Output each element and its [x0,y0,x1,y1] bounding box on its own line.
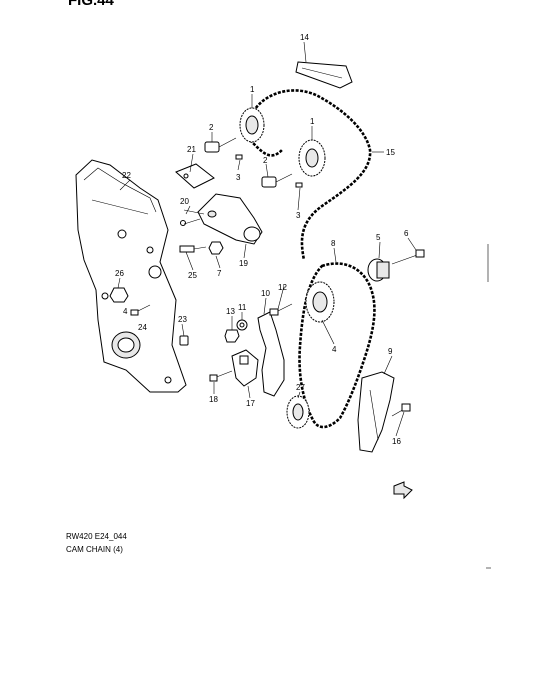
idler-bolt-6 [391,249,425,265]
sprocket-bolt-lower [261,173,293,188]
tensioner-bolt [180,218,201,226]
leader-lines [117,41,417,437]
chain-guide-lower [257,311,285,397]
stud-bolt-25 [179,245,207,253]
tensioner-gasket [175,163,215,189]
callout-2-lower: 2 [263,156,268,165]
guide-bolt-12 [269,303,293,316]
callout-8: 8 [331,239,336,248]
callout-2-upper: 2 [209,123,214,132]
callout-3-upper: 3 [236,173,241,182]
bolt-24 [130,304,151,316]
callout-20: 20 [180,197,189,206]
idler-bolt-26 [109,287,129,303]
callout-9: 9 [388,347,393,356]
callout-7: 7 [217,269,222,278]
washer-11 [236,319,248,331]
reference-code: RW420 E24_044 [66,532,127,541]
callout-14: 14 [300,33,309,42]
diagram-title: CAM CHAIN (4) [66,545,123,554]
cover-bolt-hole [117,229,127,239]
chain-tensioner [183,193,263,245]
callout-4-right: 4 [332,345,337,354]
crankshaft-sprocket [305,281,335,323]
callout-22: 22 [122,171,131,180]
upper-timing-chain [248,89,372,261]
callout-19: 19 [239,259,248,268]
callout-4-left: 4 [123,307,128,316]
right-chain-guide [357,371,395,453]
chain-adjuster-17 [231,349,259,387]
callout-10: 10 [261,289,270,298]
callout-6: 6 [404,229,409,238]
callout-5: 5 [376,233,381,242]
callout-1-exhaust: 1 [310,117,315,126]
callout-17: 17 [246,399,255,408]
callout-26: 26 [115,269,124,278]
callout-11: 11 [238,303,247,312]
adjuster-bolt-18 [209,370,233,382]
pin-lower [295,182,303,188]
guide-bolt-16 [391,403,411,417]
nut-13 [224,329,240,343]
forward-arrow-icon [393,481,413,500]
callout-3-lower: 3 [296,211,301,220]
callout-12: 12 [278,283,287,292]
camshaft-sprocket-exhaust [298,139,326,177]
bushing-23 [179,335,189,346]
callout-13: 13 [226,307,235,316]
callout-23: 23 [178,315,187,324]
upper-chain-guide [295,61,353,89]
callout-18: 18 [209,395,218,404]
callout-27: 27 [296,383,305,392]
figure-label: FIG.44 [68,0,114,9]
cover-boss [148,265,162,279]
idler-pulley-5 [367,258,390,282]
callout-15: 15 [386,148,395,157]
oil-pump-sprocket [286,395,310,429]
callout-16: 16 [392,437,401,446]
camshaft-sprocket-intake [239,107,265,143]
callout-21: 21 [187,145,196,154]
sprocket-bolt-upper [204,137,237,153]
callout-24: 24 [138,323,147,332]
callout-25: 25 [188,271,197,280]
tensioner-nut [208,241,224,255]
lower-timing-chain [298,262,376,429]
pin-upper [235,154,243,160]
callout-1-intake: 1 [250,85,255,94]
callout-labels: 14 1 1 2 2 3 3 15 21 22 20 7 19 25 26 4 … [115,33,409,446]
timing-chain-cover [75,159,187,393]
